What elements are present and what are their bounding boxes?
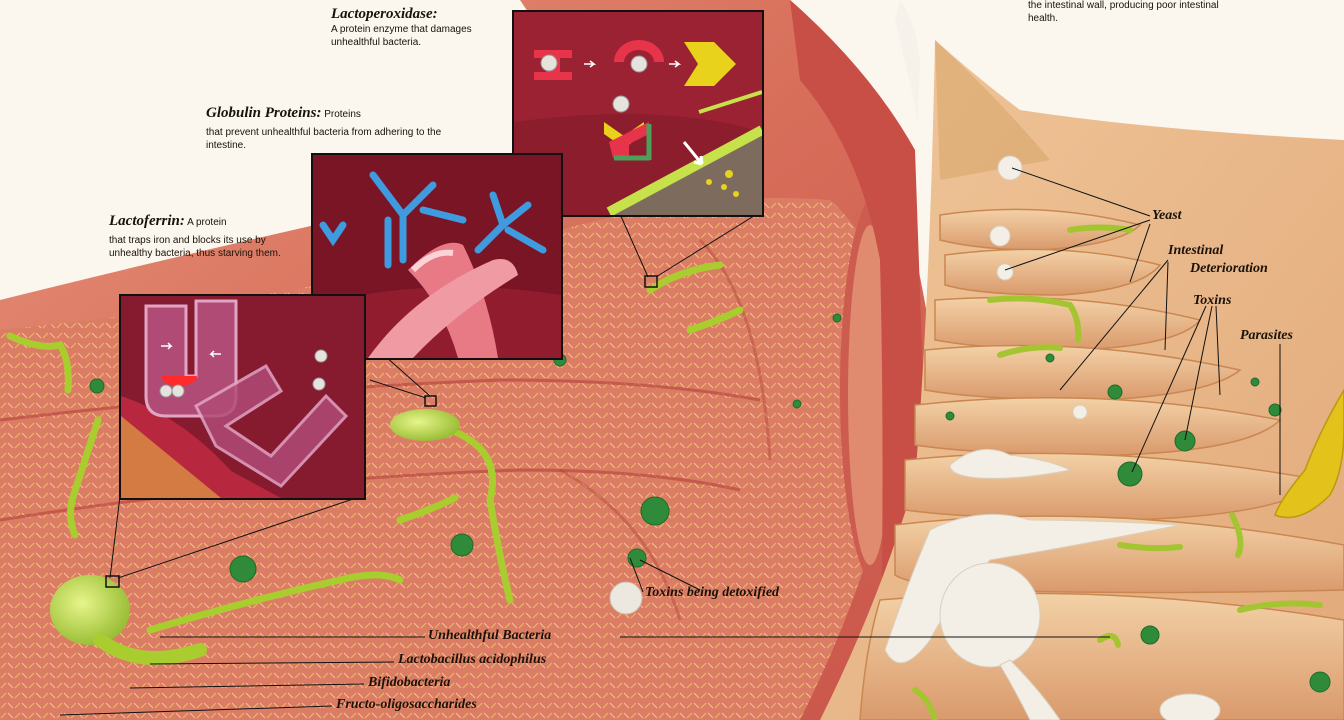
parasites-label: Parasites: [1240, 328, 1293, 344]
unhealthful-bacteria-label: Unhealthful Bacteria: [428, 628, 551, 644]
intro-text: the intestinal wall, producing poor inte…: [1028, 0, 1228, 25]
toxins-detoxified-label: Toxins being detoxified: [645, 585, 779, 601]
globulin-title: Globulin Proteins:: [206, 105, 321, 121]
deterioration-label: Deterioration: [1190, 261, 1268, 277]
lactoferrin-title: Lactoferrin:: [109, 213, 185, 229]
lactoferrin-body-inline: A protein: [187, 217, 226, 228]
intestinal-label: Intestinal: [1168, 243, 1223, 259]
fos-label: Fructo-oligosaccharides: [336, 697, 477, 713]
lactoperoxidase-title: Lactoperoxidase:: [331, 6, 438, 23]
lactoferrin-body: that traps iron and blocks its use by un…: [109, 235, 294, 260]
bifidobacteria-label: Bifidobacteria: [368, 675, 450, 691]
lactobacillus-label: Lactobacillus acidophilus: [398, 652, 546, 668]
globulin-callout: Globulin Proteins: Proteins: [206, 107, 471, 122]
globulin-body-inline: Proteins: [324, 109, 361, 120]
yeast-label: Yeast: [1152, 208, 1182, 224]
toxins-label: Toxins: [1193, 293, 1231, 309]
lactoferrin-callout: Lactoferrin: A protein: [109, 215, 309, 230]
globulin-body: that prevent unhealthful bacteria from a…: [206, 127, 456, 152]
lactoperoxidase-body: A protein enzyme that damages unhealthfu…: [331, 24, 506, 49]
lactoferrin-inset: [119, 294, 366, 500]
